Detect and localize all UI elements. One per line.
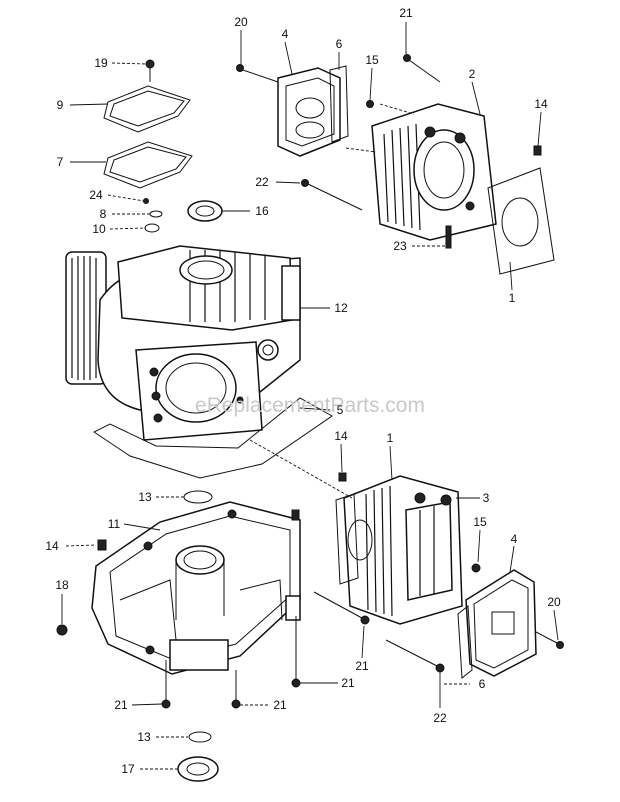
- callout-13-lower: 13: [137, 730, 151, 744]
- part-muffler-cover-4-upper: [277, 67, 341, 157]
- part-stud-23: [445, 225, 452, 249]
- part-oring-13-upper: [183, 490, 213, 504]
- callout-23: 23: [393, 239, 407, 253]
- part-bolts-21-lower: [161, 616, 301, 709]
- callout-17: 17: [121, 762, 135, 776]
- callout-21-right: 21: [355, 659, 369, 673]
- part-screw-19: [145, 59, 155, 82]
- callout-24: 24: [89, 188, 103, 202]
- callout-21-top: 21: [399, 6, 413, 20]
- part-seal-16: [187, 200, 223, 222]
- callout-15-lower: 15: [473, 515, 487, 529]
- callout-6-upper: 6: [336, 37, 343, 51]
- callout-4-lower: 4: [511, 532, 518, 546]
- callout-16: 16: [255, 204, 269, 218]
- callout-5: 5: [337, 403, 344, 417]
- callout-labels: 20 4 6 21 15 2 14 19 9 7 22 24 8 16 10 2…: [45, 6, 561, 776]
- callout-3: 3: [483, 491, 490, 505]
- callout-14-center: 14: [334, 429, 348, 443]
- part-gasket-6-lower: [457, 605, 473, 679]
- part-dowel-14-left: [97, 539, 107, 551]
- part-bolt-21-upper: [403, 54, 441, 83]
- part-seal-17: [177, 756, 219, 782]
- watermark: eReplacementParts.com: [195, 394, 425, 417]
- callout-21-sump-center: 21: [273, 698, 287, 712]
- callout-4-upper: 4: [282, 27, 289, 41]
- callout-18: 18: [55, 578, 69, 592]
- part-screw-20-lower: [535, 631, 564, 649]
- leader-lines: [61, 22, 559, 770]
- part-gasket-5: [93, 397, 333, 479]
- callout-15-upper: 15: [365, 53, 379, 67]
- part-screw-20-upper: [236, 64, 279, 83]
- callout-1-upper: 1: [509, 291, 516, 305]
- part-head-gasket-1-upper: [487, 167, 555, 275]
- part-bolt-22-lower: [385, 639, 445, 673]
- part-plug-15-lower: [471, 563, 481, 573]
- part-drain-plug-18: [56, 624, 68, 636]
- callout-6-lower: 6: [479, 677, 486, 691]
- callout-2: 2: [469, 67, 476, 81]
- part-sump-11: [91, 501, 301, 675]
- part-crankcase-12: [65, 245, 301, 441]
- callout-11: 11: [108, 517, 121, 531]
- part-oring-13-lower: [188, 731, 212, 743]
- callout-21-sump-left: 21: [114, 698, 128, 712]
- callout-8: 8: [100, 207, 107, 221]
- callout-14-left: 14: [45, 539, 59, 553]
- part-cylinder-head-3: [343, 475, 463, 625]
- callout-13-upper: 13: [138, 490, 152, 504]
- callout-9: 9: [57, 98, 64, 112]
- callout-21-sump-right: 21: [341, 676, 355, 690]
- part-dowel-14-center: [338, 472, 347, 482]
- callout-10: 10: [92, 222, 106, 236]
- part-bolt-22-upper: [301, 179, 363, 211]
- callout-22-upper: 22: [255, 175, 269, 189]
- part-small-fasteners: [143, 198, 163, 233]
- part-dowel-14-upper: [533, 145, 542, 156]
- callout-19: 19: [94, 56, 108, 70]
- part-sensor: [285, 509, 301, 621]
- part-gasket-9: [103, 85, 191, 133]
- part-muffler-cover-4-lower: [465, 569, 537, 677]
- callout-20-upper: 20: [234, 15, 248, 29]
- callout-22-lower: 22: [433, 711, 447, 725]
- part-gasket-7: [103, 141, 193, 189]
- callout-7: 7: [57, 155, 64, 169]
- callout-14-upper: 14: [534, 97, 548, 111]
- callout-12: 12: [334, 301, 348, 315]
- part-bolt-21-right: [313, 591, 370, 625]
- callout-1-lower: 1: [387, 431, 394, 445]
- callout-20-lower: 20: [547, 595, 561, 609]
- part-cylinder-head-2: [371, 103, 497, 241]
- part-gasket-6-upper: [329, 65, 349, 143]
- part-plug-15-upper: [366, 100, 374, 108]
